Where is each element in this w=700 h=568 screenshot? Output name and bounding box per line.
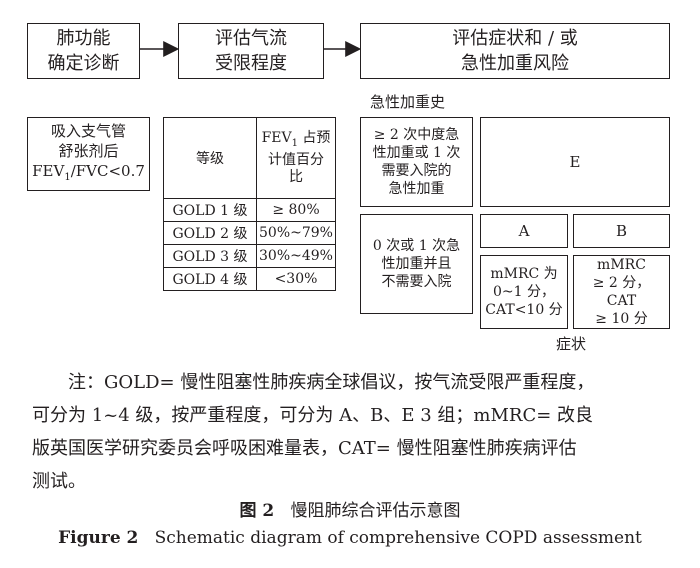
diagnosis-line2: 舒张剂后	[58, 141, 119, 160]
table-row: GOLD 4 级 <30%	[163, 267, 336, 291]
figure-note: 注：GOLD= 慢性阻塞性肺疾病全球倡议，按气流受限严重程度， 可分为 1~4 …	[32, 366, 672, 498]
figure-caption-chinese: 图 2 慢阻肺综合评估示意图	[0, 496, 700, 521]
group-e-cell: E	[480, 117, 670, 207]
symptom-axis-label: 症状	[556, 335, 587, 353]
high-risk-exacerbation: ≥ 2 次中度急 性加重或 1 次 需要入院的 急性加重	[360, 117, 473, 207]
header-grade: 等级	[163, 117, 257, 199]
symptom-low-cell: mMRC 为 0~1 分， CAT<10 分	[480, 255, 568, 329]
caption-en-title: Schematic diagram of comprehensive COPD …	[154, 528, 642, 548]
flow-step-airflow: 评估气流 受限程度	[178, 23, 324, 79]
table-row: GOLD 1 级 ≥ 80%	[163, 198, 336, 222]
note-line-3: 版英国医学研究委员会呼吸困难量表，CAT= 慢性阻塞性肺疾病评估	[32, 438, 577, 459]
group-a-cell: A	[480, 214, 568, 248]
table-header-row: 等级 FEV1 占预 计值百分 比	[163, 117, 336, 199]
flow-step-diagnosis: 肺功能 确定诊断	[27, 23, 140, 79]
note-line-2: 可分为 1~4 级，按严重程度，可分为 A、B、E 3 组；mMRC= 改良	[32, 405, 594, 426]
low-risk-exacerbation: 0 次或 1 次急 性加重并且 不需要入院	[360, 214, 473, 314]
table-row: GOLD 2 级 50%~79%	[163, 221, 336, 245]
diagnosis-ratio: FEV1/FVC<0.7	[32, 161, 145, 183]
flow-step-symptoms-risk: 评估症状和 / 或 急性加重风险	[360, 23, 670, 79]
symptom-high-cell: mMRC ≥ 2 分， CAT ≥ 10 分	[573, 255, 670, 329]
diagnosis-line1: 吸入支气管	[50, 121, 126, 140]
caption-en-label: Figure 2	[58, 528, 139, 548]
caption-cn-label: 图 2	[239, 501, 275, 521]
caption-cn-title: 慢阻肺综合评估示意图	[290, 501, 461, 521]
table-row: GOLD 3 级 30%~49%	[163, 244, 336, 268]
group-b-cell: B	[573, 214, 670, 248]
diagnosis-criterion: 吸入支气管 舒张剂后 FEV1/FVC<0.7	[27, 117, 150, 191]
header-fev: FEV1 占预 计值百分 比	[256, 117, 336, 199]
exacerbation-history-label: 急性加重史	[370, 93, 446, 111]
note-line-1: 注：GOLD= 慢性阻塞性肺疾病全球倡议，按气流受限严重程度，	[68, 372, 595, 393]
note-line-4: 测试。	[32, 471, 86, 492]
gold-grade-table: 等级 FEV1 占预 计值百分 比 GOLD 1 级 ≥ 80% GOLD 2 …	[163, 117, 336, 291]
figure-caption-english: Figure 2 Schematic diagram of comprehens…	[0, 528, 700, 548]
